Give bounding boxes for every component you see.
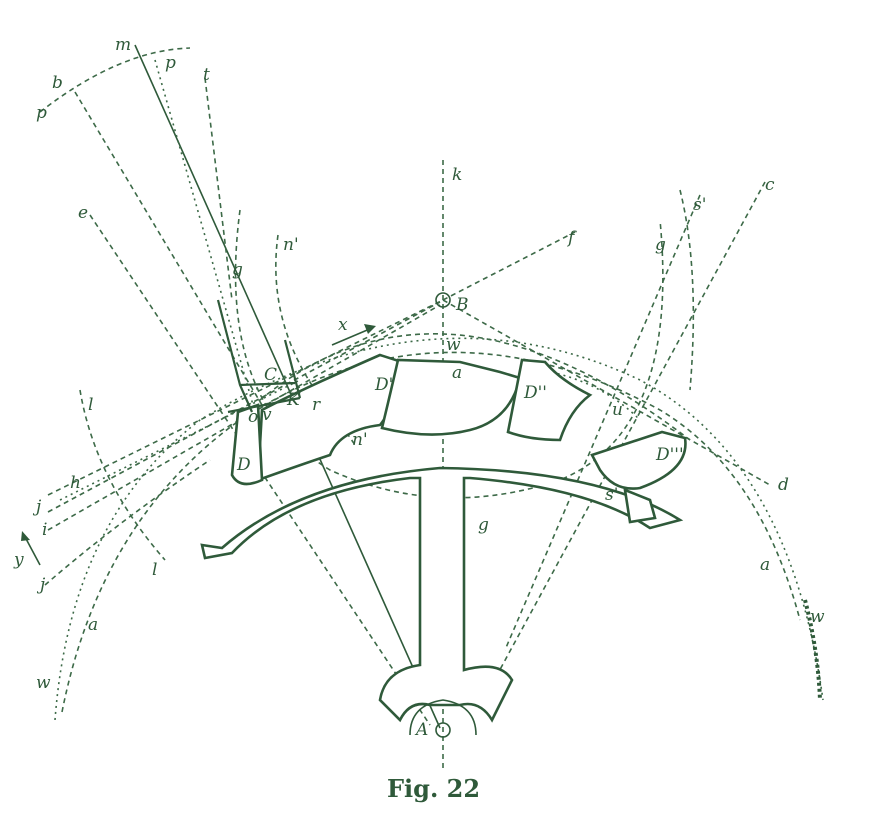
line-s-down xyxy=(504,194,701,651)
label-g-right: g xyxy=(655,235,666,255)
label-u: u xyxy=(612,400,623,420)
escape-anchor xyxy=(200,299,687,736)
pallet-center-a xyxy=(380,358,522,436)
pallet-d-right-upper xyxy=(506,358,593,442)
label-l-bottom: l xyxy=(152,560,157,580)
arc-b-pallets xyxy=(259,333,691,441)
label-d-right-upper: D'' xyxy=(523,383,547,403)
arrow-x xyxy=(331,327,373,346)
arrow-x-head xyxy=(364,324,376,334)
pivot-arc-a xyxy=(409,699,477,736)
label-r: r xyxy=(312,395,321,415)
line-b-f xyxy=(442,231,576,301)
label-f: f xyxy=(566,228,577,248)
figure-caption: Fig. 22 xyxy=(387,774,480,803)
pallet-tooth-right xyxy=(623,487,657,524)
label-j-bottom: j xyxy=(36,575,46,595)
label-x: x xyxy=(338,315,348,335)
label-n-top: n' xyxy=(283,235,299,255)
label-i: i xyxy=(42,520,47,540)
arc-a xyxy=(61,351,801,713)
arc-l xyxy=(79,389,166,561)
label-w-right: w xyxy=(810,607,825,627)
arc-s xyxy=(679,189,695,391)
label-a-right: a xyxy=(760,555,770,575)
label-j-left: j xyxy=(32,497,42,517)
line-m-a xyxy=(134,44,441,729)
line-p-b xyxy=(154,59,256,413)
lever-arm-c xyxy=(216,299,302,414)
label-w: w xyxy=(446,335,461,355)
pivot-a-circle xyxy=(435,722,451,738)
arrow-y-head xyxy=(21,531,30,541)
label-b: b xyxy=(52,73,63,93)
label-y: y xyxy=(13,550,24,570)
label-l-left: l xyxy=(88,395,93,415)
label-t-top: t xyxy=(203,65,210,85)
label-p-top: p xyxy=(165,53,176,73)
arc-w xyxy=(54,337,824,721)
arc-top-b-p xyxy=(39,47,191,113)
line-j-left xyxy=(47,301,441,513)
arc-w-right-end xyxy=(803,599,822,701)
diagram-labels: m p t b p e g n' k c s' g f B x w a C D'… xyxy=(13,35,825,740)
label-h: h xyxy=(70,473,81,493)
anchor-arms xyxy=(200,466,684,723)
label-d: d xyxy=(778,475,789,495)
construction-lines xyxy=(21,44,824,770)
label-g-left: g xyxy=(232,260,243,280)
label-w-left: w xyxy=(36,673,51,693)
label-a-left: a xyxy=(88,615,98,635)
line-b-down xyxy=(74,91,263,406)
label-g-bottom: g xyxy=(478,515,489,535)
label-c-capital: C xyxy=(264,365,277,385)
label-d-right-lower: D''' xyxy=(655,445,684,465)
label-s-lower: s' xyxy=(605,485,618,505)
label-d-left-lower: D xyxy=(236,455,251,475)
label-d-left-upper: D' xyxy=(374,375,393,395)
label-k: k xyxy=(452,165,462,185)
pivot-b-circle xyxy=(435,292,451,308)
label-o: o xyxy=(248,407,258,427)
line-t-down xyxy=(204,77,233,301)
label-b-pivot: B xyxy=(455,295,469,315)
label-e: e xyxy=(78,203,88,223)
label-v: v xyxy=(262,405,272,425)
pallet-d-right-lower xyxy=(590,430,687,490)
label-n-mid: n' xyxy=(352,430,368,450)
pallet-d-left-lower xyxy=(230,403,264,486)
label-p-left: p xyxy=(36,103,47,123)
label-c: c xyxy=(765,175,775,195)
label-a-pivot: A xyxy=(414,720,428,740)
label-k-capital: K xyxy=(286,390,301,410)
label-a-center: a xyxy=(452,363,462,383)
arc-j-bottom xyxy=(44,459,211,586)
label-m: m xyxy=(115,35,131,55)
label-s-top: s' xyxy=(693,195,706,215)
